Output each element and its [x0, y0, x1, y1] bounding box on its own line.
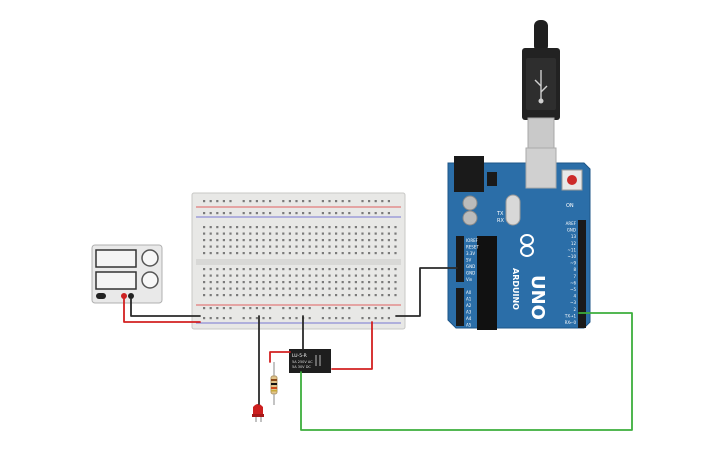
- header-label: 8: [573, 267, 576, 272]
- breadboard-holes: [203, 200, 397, 320]
- relay-coil-symbol-icon: [315, 355, 321, 366]
- digital-header[interactable]: [578, 220, 586, 328]
- power-supply[interactable]: [91, 244, 163, 304]
- header-label: 4: [573, 294, 576, 299]
- arduino-logo-icon: [520, 234, 534, 257]
- relay-rating-ac: 5A 250V AC: [292, 360, 313, 364]
- tx-label: TX: [496, 211, 504, 217]
- header-label: ~9: [570, 261, 576, 266]
- resistor[interactable]: [270, 362, 278, 405]
- header-label: IOREF: [466, 238, 479, 243]
- header-label: A5: [466, 323, 472, 328]
- center-channel: [196, 259, 401, 265]
- wire-gnd-to-arduino[interactable]: [395, 267, 458, 317]
- header-label: RESET: [466, 245, 479, 250]
- negative-terminal[interactable]: [128, 293, 134, 299]
- header-label: ~6: [570, 280, 576, 285]
- relay-body: [289, 349, 331, 373]
- dc-jack: [454, 156, 484, 192]
- power-switch[interactable]: [96, 293, 106, 299]
- header-label: 3.3V: [466, 251, 475, 256]
- positive-terminal[interactable]: [121, 293, 127, 299]
- capacitor-2: [462, 210, 478, 226]
- voltage-knob[interactable]: [141, 249, 159, 267]
- header-label: 5V: [466, 258, 472, 263]
- header-label: 7: [573, 274, 576, 279]
- header-label: A1: [466, 297, 472, 302]
- header-label: ~11: [568, 247, 577, 252]
- led-body: [253, 404, 263, 416]
- header-label: TX→1: [564, 313, 577, 318]
- capacitor-1: [462, 195, 478, 211]
- header-label: Vin: [466, 277, 473, 282]
- arduino-model-text: UNO: [527, 275, 548, 320]
- header-label: 12: [571, 241, 577, 246]
- arduino-brand-text: ARDUINO: [511, 268, 520, 310]
- usb-b-port: [525, 147, 557, 189]
- wire-relay-to-rail[interactable]: [331, 321, 373, 370]
- wire-psu-negative[interactable]: [130, 298, 201, 317]
- wire-psu-positive[interactable]: [123, 298, 201, 323]
- header-label: GND: [567, 228, 576, 233]
- header-label: GND: [466, 264, 475, 269]
- header-label: ~3: [570, 300, 576, 305]
- on-label: ON: [566, 203, 574, 209]
- power-header[interactable]: [456, 236, 464, 282]
- header-label: RX←0: [565, 320, 577, 325]
- breadboard[interactable]: [191, 192, 406, 330]
- wire-relay-to-resistor[interactable]: [269, 351, 291, 363]
- wire-signal-green[interactable]: [300, 312, 633, 431]
- relay-rating-dc: 5A 30V DC: [292, 365, 311, 369]
- current-display: [95, 271, 137, 290]
- led[interactable]: [252, 404, 264, 422]
- current-knob[interactable]: [141, 271, 159, 289]
- relay-model-text: LU-5-R: [292, 353, 307, 359]
- header-label: ~10: [568, 254, 577, 259]
- header-label: A0: [466, 290, 472, 295]
- header-label: AREF: [566, 221, 577, 226]
- header-label: A4: [466, 316, 472, 321]
- usb-cable[interactable]: [522, 20, 560, 149]
- header-label: A3: [466, 310, 472, 315]
- usb-cable-strain-relief: [534, 20, 548, 52]
- atmega-chip: [477, 236, 497, 330]
- arduino-uno[interactable]: TX RX ON ARDUINO UNO IOREFRESET3.3V5VGND…: [447, 147, 591, 330]
- header-label: ~5: [570, 287, 576, 292]
- relay[interactable]: LU-5-R 5A 250V AC 5A 30V DC: [289, 349, 331, 373]
- header-label: GND: [466, 271, 475, 276]
- header-label: A2: [466, 303, 472, 308]
- reset-button-cap: [567, 175, 577, 185]
- analog-header[interactable]: [456, 288, 464, 326]
- header-label: 2: [573, 307, 576, 312]
- voltage-display: [95, 249, 137, 268]
- crystal-oscillator: [505, 194, 521, 226]
- voltage-regulator: [487, 172, 497, 186]
- rx-label: RX: [497, 218, 504, 224]
- header-label: 13: [571, 234, 577, 239]
- usb-symbol-icon: [534, 70, 548, 104]
- usb-plug-metal: [527, 117, 555, 149]
